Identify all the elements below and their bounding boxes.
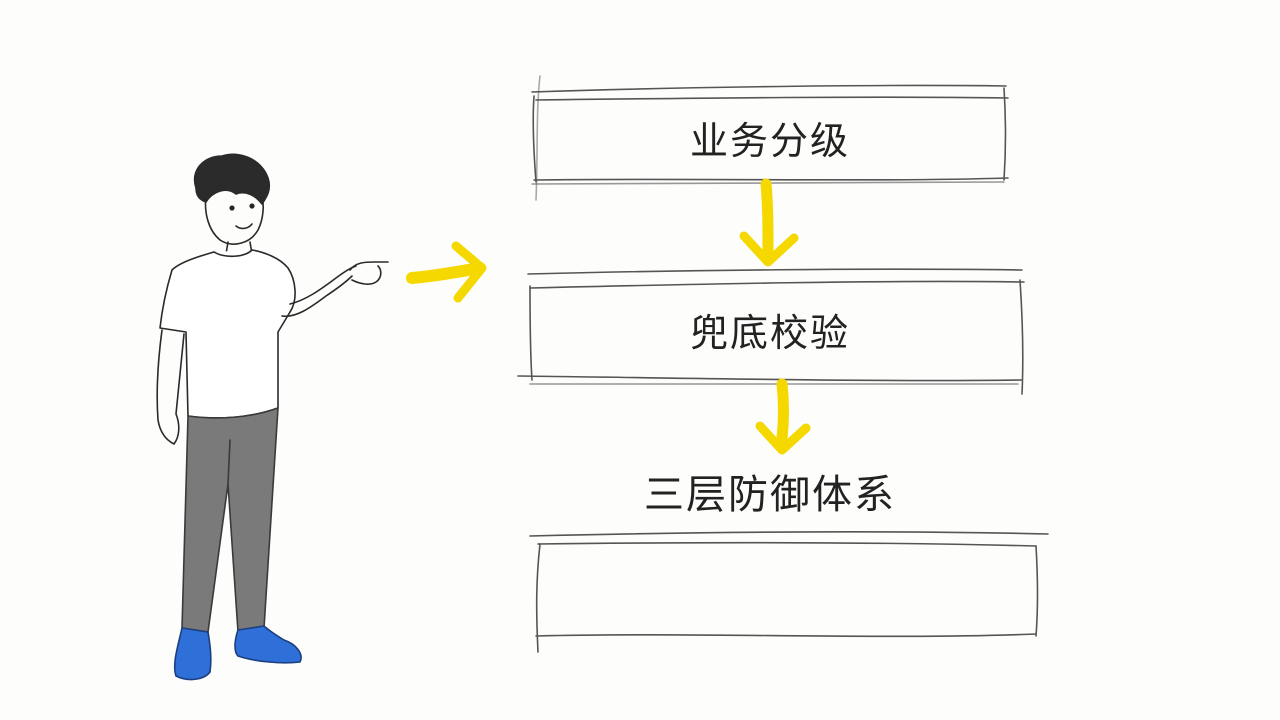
down-arrow-icon	[755, 378, 811, 455]
pointing-arrow-icon	[406, 241, 487, 303]
step-label-2: 兜底校验	[689, 311, 850, 355]
presenter-figure-icon	[156, 153, 389, 681]
empty-box	[529, 531, 1049, 653]
step-label-1: 业务分级	[689, 119, 850, 163]
step-box-1	[531, 75, 1009, 201]
down-arrow-icon	[739, 178, 799, 267]
step-label-3: 三层防御体系	[644, 472, 896, 518]
step-box-2	[517, 268, 1025, 395]
